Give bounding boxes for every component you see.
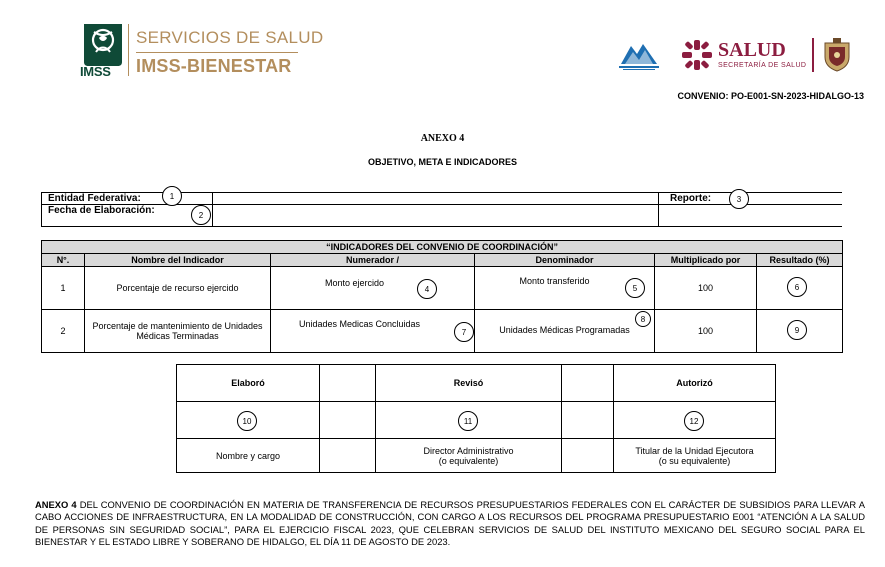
marker-3: 3 (729, 189, 749, 209)
salud-emblem-icon (682, 40, 712, 70)
row-number: 1 (41, 266, 85, 310)
sig-cell-autorizo: 12 (613, 401, 776, 439)
marker-9: 9 (787, 320, 807, 340)
numerador-cell: Monto ejercido 4 (270, 266, 475, 310)
denominador-text: Unidades Médicas Programadas (499, 325, 630, 335)
numerador-text: Unidades Medicas Concluidas (298, 319, 421, 329)
resultado-cell: 9 (755, 309, 844, 353)
hidalgo-shield-icon (824, 38, 850, 72)
sig-spacer (561, 364, 614, 402)
info-bottom-line (41, 226, 842, 227)
salud-divider (812, 38, 814, 72)
sig-role-elaboro: Nombre y cargo (176, 438, 320, 473)
government-blue-logo-icon (619, 44, 659, 70)
imss-logo-text: IMSS (80, 64, 111, 79)
info-divider-1 (212, 192, 213, 227)
multiplicado-cell: 100 (654, 266, 757, 310)
info-top-line (41, 192, 842, 193)
sig-header-autorizo: Autorizó (613, 364, 776, 402)
indicator-name: Porcentaje de mantenimiento de Unidades … (84, 309, 271, 353)
marker-11: 11 (458, 411, 478, 431)
col-header-resultado: Resultado (%) (755, 253, 844, 267)
sig-cell-reviso: 11 (375, 401, 562, 439)
footer-text: DEL CONVENIO DE COORDINACIÓN EN MATERIA … (35, 499, 865, 548)
multiplicado-cell: 100 (654, 309, 757, 353)
info-left-border (41, 192, 42, 227)
entidad-label: Entidad Federativa: (48, 193, 141, 204)
brand-line2: IMSS-BIENESTAR (136, 56, 292, 76)
indicator-name: Porcentaje de recurso ejercido (84, 266, 271, 310)
salud-title: SALUD (718, 39, 786, 61)
col-header-denominador: Denominador (474, 253, 655, 267)
convenio-code: CONVENIO: PO-E001-SN-2023-HIDALGO-13 (677, 91, 864, 101)
marker-10: 10 (237, 411, 257, 431)
table-row: 1 Porcentaje de recurso ejercido Monto e… (41, 266, 844, 310)
footer-paragraph: ANEXO 4 DEL CONVENIO DE COORDINACIÓN EN … (35, 499, 865, 549)
denominador-text: Monto transferido (519, 276, 590, 286)
marker-5: 5 (625, 278, 645, 298)
row-number: 2 (41, 309, 85, 353)
fecha-label: Fecha de Elaboración: (48, 205, 155, 216)
sig-spacer (319, 438, 376, 473)
col-header-n: N°. (41, 253, 85, 267)
sig-spacer (319, 364, 376, 402)
info-mid-line (41, 204, 842, 205)
salud-subtitle: SECRETARÍA DE SALUD (718, 62, 807, 69)
denominador-cell: Unidades Médicas Programadas 8 (474, 309, 655, 353)
sig-spacer (561, 438, 614, 473)
col-header-nombre: Nombre del Indicador (84, 253, 271, 267)
sig-spacer (561, 401, 614, 439)
page-title: ANEXO 4 (420, 133, 465, 144)
footer-lead: ANEXO 4 (35, 499, 77, 510)
marker-12: 12 (684, 411, 704, 431)
marker-7: 7 (454, 322, 474, 342)
indicators-table-title: “INDICADORES DEL CONVENIO DE COORDINACIÓ… (40, 240, 844, 254)
sig-spacer (319, 401, 376, 439)
signatures-table: Elaboró Revisó Autorizó 10 11 12 Nombre … (176, 364, 776, 473)
numerador-text: Monto ejercido (324, 278, 385, 288)
brand-line1: SERVICIOS DE SALUD (136, 28, 324, 47)
marker-2: 2 (191, 205, 211, 225)
brand-divider (128, 24, 129, 76)
table-row: 2 Porcentaje de mantenimiento de Unidade… (41, 309, 844, 353)
resultado-cell: 6 (755, 266, 844, 310)
numerador-cell: Unidades Medicas Concluidas 7 (270, 309, 475, 353)
marker-6: 6 (787, 277, 807, 297)
sig-role-reviso: Director Administrativo (o equivalente) (375, 438, 562, 473)
sig-cell-elaboro: 10 (176, 401, 320, 439)
page-subtitle: OBJETIVO, META E INDICADORES (367, 157, 517, 167)
info-divider-2 (658, 192, 659, 227)
col-header-multiplicado: Multiplicado por (654, 253, 757, 267)
marker-8: 8 (635, 311, 651, 327)
sig-role-autorizo: Titular de la Unidad Ejecutora (o su equ… (613, 438, 776, 473)
col-header-numerador: Numerador / (270, 253, 475, 267)
sig-header-elaboro: Elaboró (176, 364, 320, 402)
marker-1: 1 (162, 186, 182, 206)
sig-header-reviso: Revisó (375, 364, 562, 402)
denominador-cell: Monto transferido 5 (474, 266, 655, 310)
indicators-table: “INDICADORES DEL CONVENIO DE COORDINACIÓ… (40, 240, 844, 353)
imss-logo-icon (84, 24, 122, 66)
reporte-label: Reporte: (670, 193, 712, 204)
brand-rule (136, 52, 298, 53)
marker-4: 4 (417, 279, 437, 299)
